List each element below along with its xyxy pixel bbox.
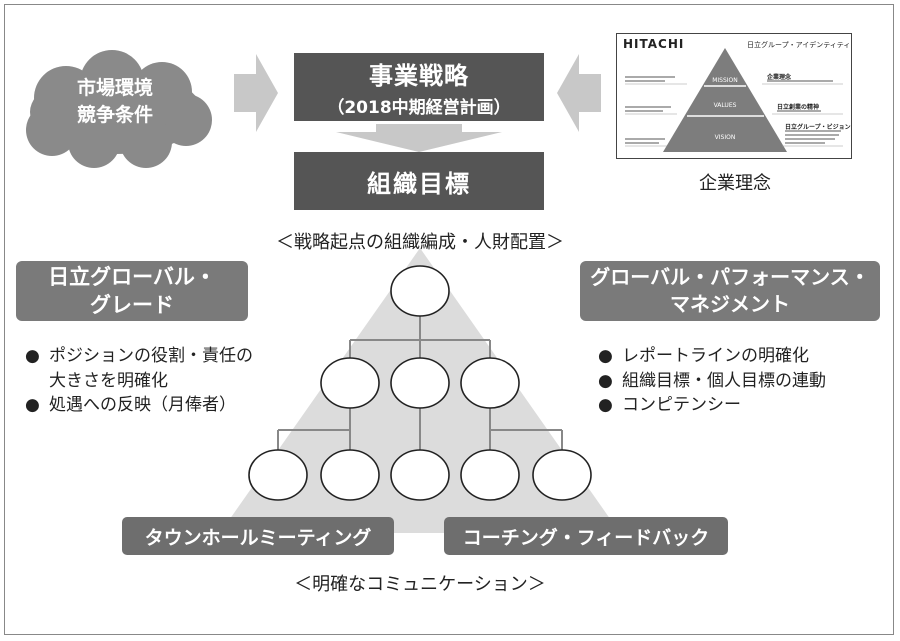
level-values: VALUES	[713, 102, 737, 109]
global-grade-line-2: グレード	[90, 293, 174, 317]
right-bullet-3: コンピテンシー	[598, 393, 878, 418]
org-node-bottom-5	[532, 449, 592, 501]
identity-pyramid	[625, 48, 843, 152]
coaching-feedback-label: コーチング・フィードバック	[462, 526, 710, 549]
left-bullet-2-text: 処遇への反映（月俸者）	[49, 395, 236, 416]
org-node-mid-1	[320, 357, 380, 409]
left-bullet-list: ポジションの役割・責任の 大きさを明確化 処遇への反映（月俸者）	[25, 344, 295, 418]
strategy-box: 事業戦略 （2018中期経営計画）	[294, 53, 544, 121]
org-connectors	[277, 316, 563, 450]
cloud-shape	[26, 50, 212, 168]
level-vision: VISION	[714, 134, 736, 141]
org-node-top	[390, 265, 450, 317]
philosophy-caption: 企業理念	[699, 173, 771, 194]
org-node-bottom-1	[248, 449, 308, 501]
cloud-line-2: 競争条件	[76, 103, 153, 126]
goal-title: 組織目標	[367, 169, 471, 198]
right-bullet-1: レポートラインの明確化	[598, 344, 878, 369]
org-node-bottom-3	[390, 449, 450, 501]
values-label: 日立創業の精神	[777, 104, 820, 111]
global-grade-line-1: 日立グローバル・	[48, 264, 216, 289]
arrow-left-icon	[557, 54, 601, 132]
hitachi-identity-card: HITACHI 日立グループ・アイデンティティ MISSION VALUES V…	[616, 33, 852, 159]
right-bullet-2: 組織目標・個人目標の連動	[598, 369, 878, 394]
org-node-bottom-2	[320, 449, 380, 501]
right-bullet-list: レポートラインの明確化 組織目標・個人目標の連動 コンピテンシー	[598, 344, 878, 418]
goal-box: 組織目標	[294, 152, 544, 210]
org-caption: ＜戦略起点の組織編成・人財配置＞	[276, 232, 564, 253]
communication-caption: ＜明確なコミュニケーション＞	[294, 574, 546, 595]
vision-label: 日立グループ・ビジョン	[785, 124, 851, 131]
arrow-right-icon	[234, 54, 278, 132]
performance-management-box: グローバル・パフォーマンス・ マネジメント	[580, 261, 880, 321]
left-bullet-2: 処遇への反映（月俸者）	[25, 393, 295, 418]
org-node-mid-2	[390, 357, 450, 409]
strategy-subtitle: （2018中期経営計画）	[327, 98, 511, 118]
cloud-line-1: 市場環境	[76, 77, 153, 99]
strategy-title: 事業戦略	[369, 62, 469, 90]
level-mission: MISSION	[712, 77, 738, 84]
identity-header: 日立グループ・アイデンティティ	[747, 41, 851, 49]
coaching-feedback-box: コーチング・フィードバック	[444, 517, 728, 555]
org-node-bottom-4	[460, 449, 520, 501]
mission-label: 企業理念	[767, 74, 792, 81]
performance-management-line-2: マネジメント	[670, 292, 790, 316]
right-bullet-2-text: 組織目標・個人目標の連動	[622, 370, 826, 391]
right-bullet-1-text: レポートラインの明確化	[622, 346, 809, 366]
left-bullet-1: ポジションの役割・責任の 大きさを明確化	[25, 344, 295, 393]
hitachi-logo: HITACHI	[623, 37, 685, 51]
right-bullet-3-text: コンピテンシー	[622, 395, 741, 416]
org-node-mid-3	[460, 357, 520, 409]
left-bullet-1-continuation: 大きさを明確化	[49, 370, 168, 391]
town-hall-meeting-box: タウンホールミーティング	[122, 517, 394, 555]
performance-management-line-1: グローバル・パフォーマンス・	[590, 265, 870, 289]
left-bullet-1-text: ポジションの役割・責任の	[49, 346, 253, 366]
global-grade-box: 日立グローバル・ グレード	[16, 261, 248, 321]
arrow-down-icon	[336, 124, 502, 152]
town-hall-meeting-label: タウンホールミーティング	[144, 526, 372, 549]
figure-frame	[4, 4, 894, 635]
cloud-label: 市場環境 競争条件	[40, 75, 190, 128]
